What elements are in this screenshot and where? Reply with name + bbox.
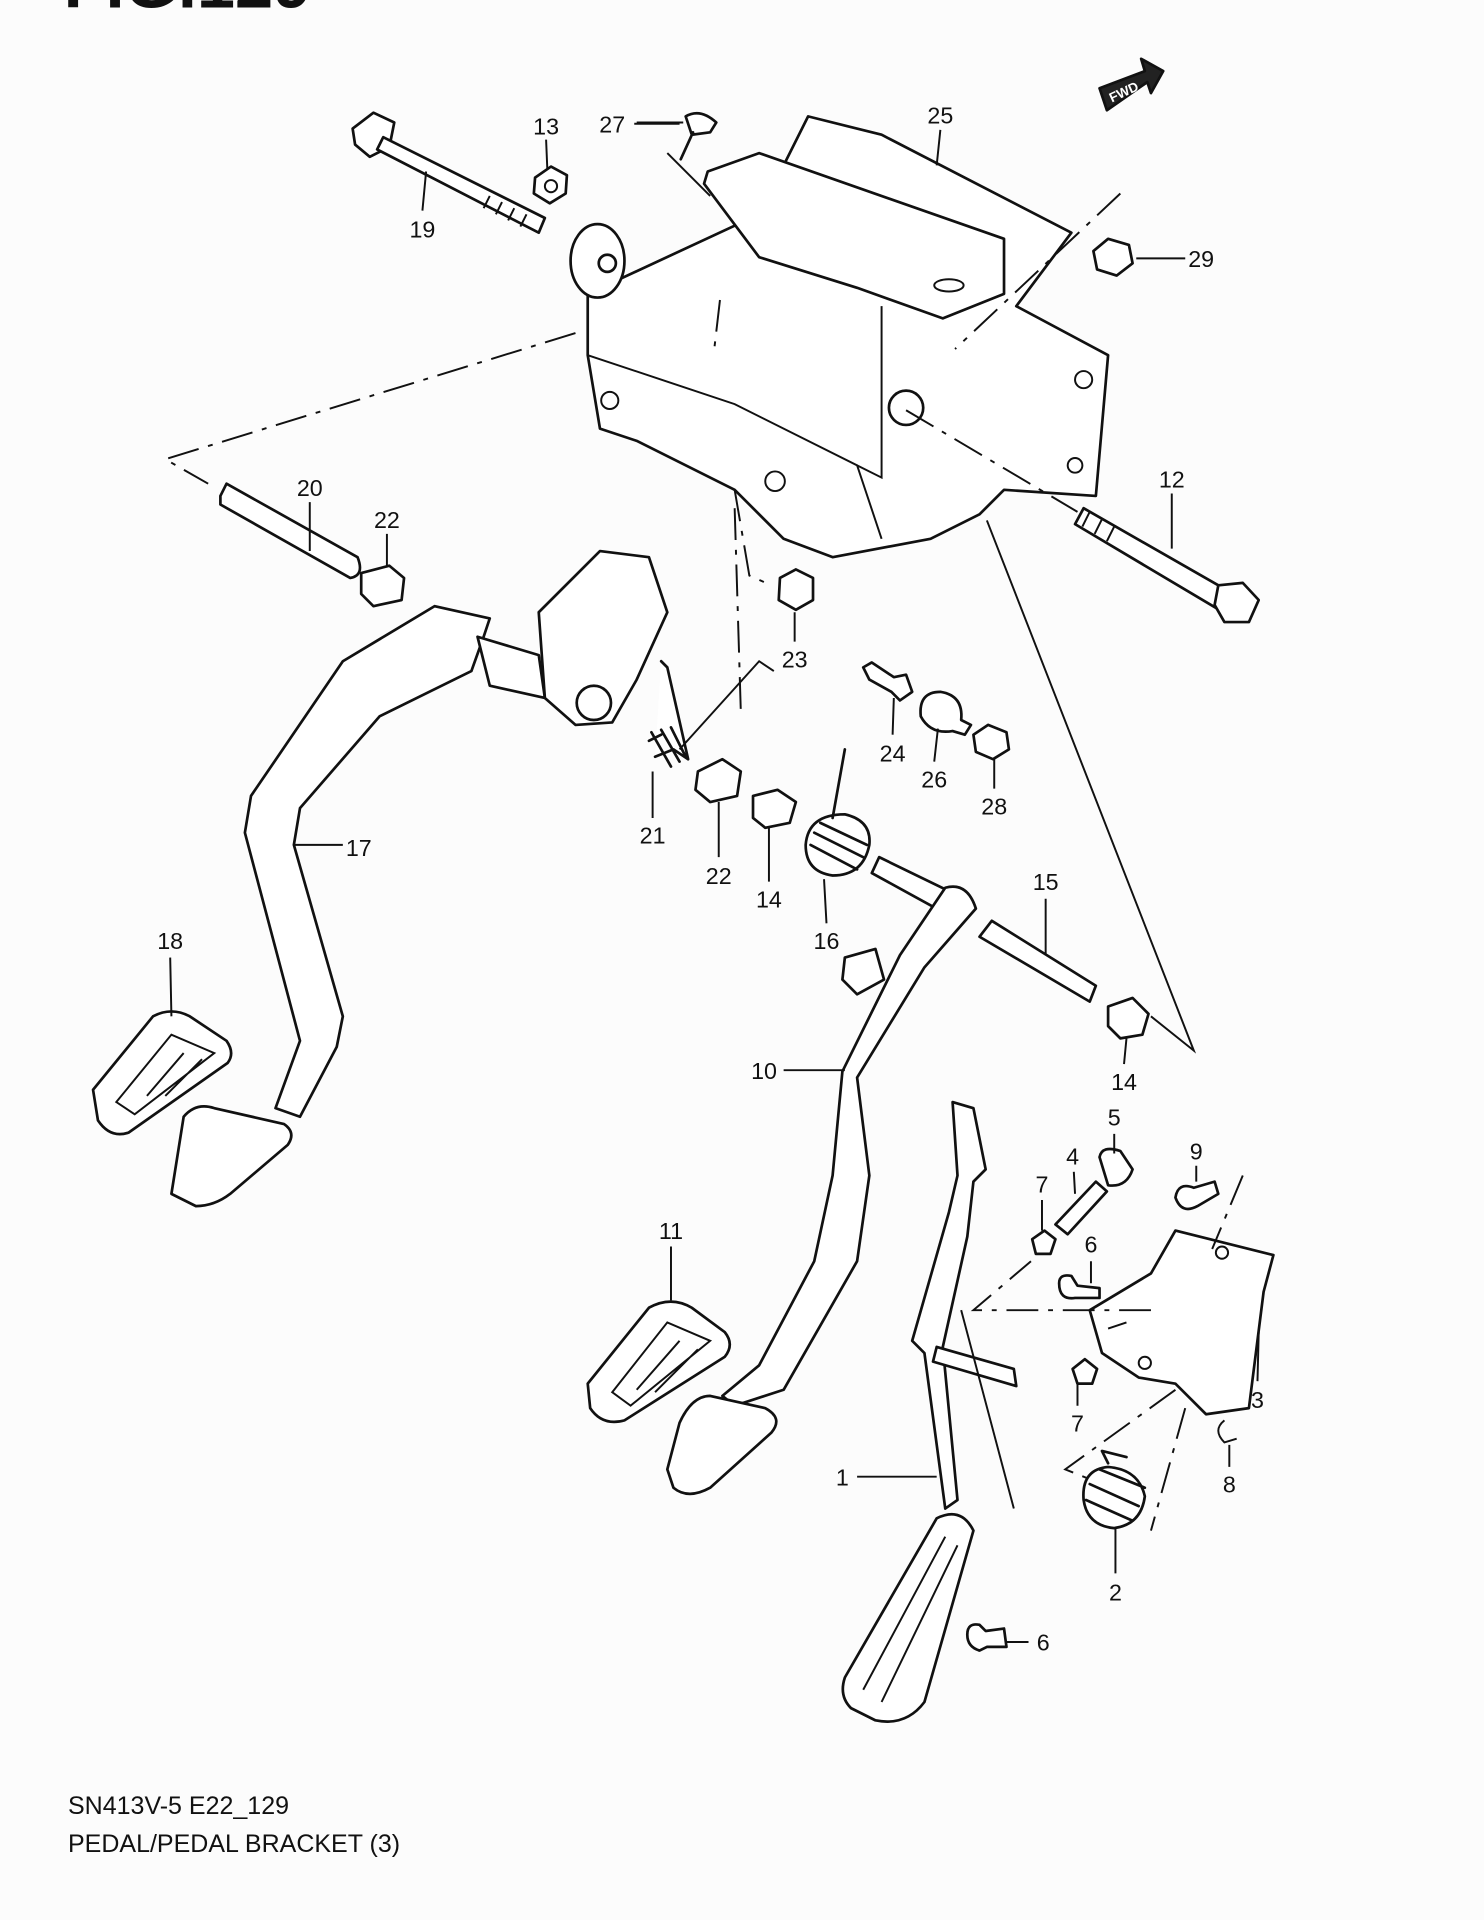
bushing-14 bbox=[751, 788, 798, 830]
clutch-pedal-10 bbox=[586, 855, 1150, 1496]
callout-27: 27 bbox=[599, 111, 625, 137]
callout-leaders bbox=[169, 122, 1260, 1643]
nut-7 bbox=[1030, 1229, 1057, 1256]
callout-6: 6 bbox=[1084, 1232, 1097, 1258]
callout-11: 11 bbox=[659, 1218, 683, 1244]
callout-14: 14 bbox=[1111, 1069, 1137, 1095]
pin-6 bbox=[1057, 1274, 1101, 1300]
accelerator-bracket-3 bbox=[1088, 1229, 1275, 1416]
callout-4: 4 bbox=[1066, 1143, 1079, 1169]
accelerator-pedal-1 bbox=[841, 1100, 1018, 1723]
callout-22: 22 bbox=[374, 507, 400, 533]
figure-title: FIG.129 bbox=[64, 0, 312, 22]
reference-lines bbox=[162, 121, 1244, 1531]
callout-17: 17 bbox=[346, 835, 372, 861]
callout-6: 6 bbox=[1037, 1630, 1050, 1656]
callout-13: 13 bbox=[533, 114, 559, 140]
callout-23: 23 bbox=[782, 646, 808, 672]
callout-14: 14 bbox=[756, 886, 782, 912]
bolt-26 bbox=[919, 690, 973, 737]
pipe-20 bbox=[219, 482, 362, 580]
bushing-22b bbox=[694, 757, 743, 804]
spring-21 bbox=[647, 659, 690, 768]
pedal-bracket bbox=[569, 115, 1110, 559]
spring-16 bbox=[804, 748, 871, 877]
spring-21-arm bbox=[678, 659, 775, 751]
bolt-6b bbox=[965, 1623, 1008, 1652]
callout-5: 5 bbox=[1108, 1104, 1121, 1130]
callout-12: 12 bbox=[1159, 466, 1185, 492]
callout-28: 28 bbox=[981, 793, 1007, 819]
callout-19: 19 bbox=[409, 217, 435, 243]
bushing-22 bbox=[359, 564, 406, 608]
callout-10: 10 bbox=[751, 1058, 777, 1084]
diagram-code: SN413V-5 E22_129 bbox=[68, 1792, 290, 1820]
callout-9: 9 bbox=[1190, 1139, 1203, 1165]
callout-21: 21 bbox=[640, 823, 666, 849]
callout-7: 7 bbox=[1036, 1172, 1049, 1198]
clip-27 bbox=[679, 111, 718, 161]
nut-29 bbox=[1092, 237, 1134, 277]
nut-28 bbox=[972, 723, 1011, 761]
callout-29: 29 bbox=[1188, 246, 1214, 272]
callout-15: 15 bbox=[1033, 869, 1059, 895]
collar-5 bbox=[1098, 1147, 1134, 1187]
callout-22: 22 bbox=[706, 863, 732, 889]
nut-13 bbox=[532, 165, 569, 205]
bolt-4 bbox=[1054, 1180, 1109, 1236]
callout-16: 16 bbox=[814, 928, 840, 954]
callout-2: 2 bbox=[1109, 1579, 1122, 1605]
callout-7: 7 bbox=[1071, 1410, 1084, 1436]
callout-24: 24 bbox=[880, 741, 906, 767]
bolt-24 bbox=[861, 661, 914, 702]
callout-20: 20 bbox=[297, 475, 323, 501]
nut-23 bbox=[777, 568, 815, 612]
spring-2 bbox=[1082, 1449, 1147, 1530]
clip-8 bbox=[1217, 1419, 1237, 1444]
callout-3: 3 bbox=[1251, 1387, 1264, 1413]
callout-26: 26 bbox=[921, 766, 947, 792]
diagram-caption: PEDAL/PEDAL BRACKET (3) bbox=[68, 1830, 401, 1858]
callout-8: 8 bbox=[1223, 1472, 1236, 1498]
bolt-19 bbox=[351, 111, 547, 235]
fwd-arrow-icon: FWD bbox=[1098, 57, 1165, 112]
bolt-9 bbox=[1174, 1180, 1220, 1211]
callout-25: 25 bbox=[927, 103, 953, 129]
callout-1: 1 bbox=[836, 1464, 849, 1490]
callout-18: 18 bbox=[157, 928, 183, 954]
nut-7b bbox=[1071, 1357, 1099, 1385]
brake-pedal-17 bbox=[91, 549, 669, 1208]
bolt-12 bbox=[1073, 506, 1261, 624]
